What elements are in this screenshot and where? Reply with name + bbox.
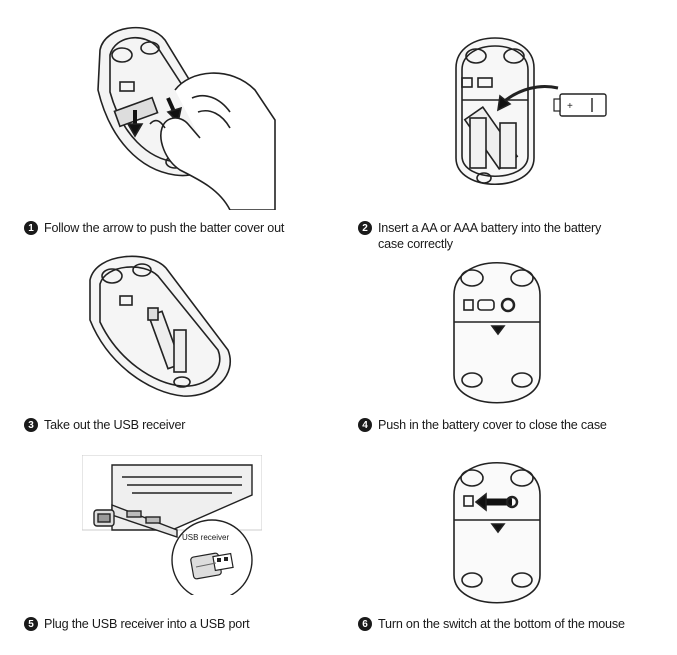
battery-plus-label: +	[567, 101, 573, 112]
battery-icon	[553, 93, 607, 117]
step-number-badge: 6	[358, 617, 372, 631]
step-3: 3 Take out the USB receiver	[24, 417, 324, 433]
step-4: 4 Push in the battery cover to close the…	[358, 417, 658, 433]
usb-receiver-label: USB receiver	[182, 533, 230, 542]
illustration-insert-battery: +	[440, 18, 620, 198]
step-number-badge: 4	[358, 418, 372, 432]
step-caption: Follow the arrow to push the batter cove…	[44, 221, 285, 235]
step-1: 1 Follow the arrow to push the batter co…	[24, 220, 324, 236]
mouse-switch-drawing	[453, 461, 541, 604]
step-6: 6 Turn on the switch at the bottom of th…	[358, 616, 668, 632]
step-number-badge: 3	[24, 418, 38, 432]
mouse-battery-drawing: +	[455, 37, 607, 185]
step-number-badge: 5	[24, 617, 38, 631]
illustration-push-cover	[80, 20, 280, 210]
step-5: 5 Plug the USB receiver into a USB port	[24, 616, 344, 632]
illustration-close-case	[442, 250, 552, 410]
step-caption: Turn on the switch at the bottom of the …	[378, 617, 625, 631]
mouse-closed-drawing	[453, 261, 541, 404]
step-2: 2 Insert a AA or AAA battery into the ba…	[358, 220, 628, 252]
receiver-zoom-circle	[171, 519, 253, 595]
step-number-badge: 1	[24, 221, 38, 235]
step-number-badge: 2	[358, 221, 372, 235]
illustration-switch-on	[442, 450, 552, 610]
laptop-usb-drawing	[82, 455, 262, 595]
step-caption: Push in the battery cover to close the c…	[378, 418, 607, 432]
step-caption: Insert a AA or AAA battery into the batt…	[378, 221, 602, 251]
illustration-plug-receiver: USB receiver	[82, 455, 262, 595]
illustration-take-receiver	[78, 250, 248, 400]
step-caption: Take out the USB receiver	[44, 418, 186, 432]
mouse-open-hand-drawing	[97, 26, 276, 210]
mouse-open-receiver-drawing	[89, 255, 231, 397]
step-caption: Plug the USB receiver into a USB port	[44, 617, 250, 631]
